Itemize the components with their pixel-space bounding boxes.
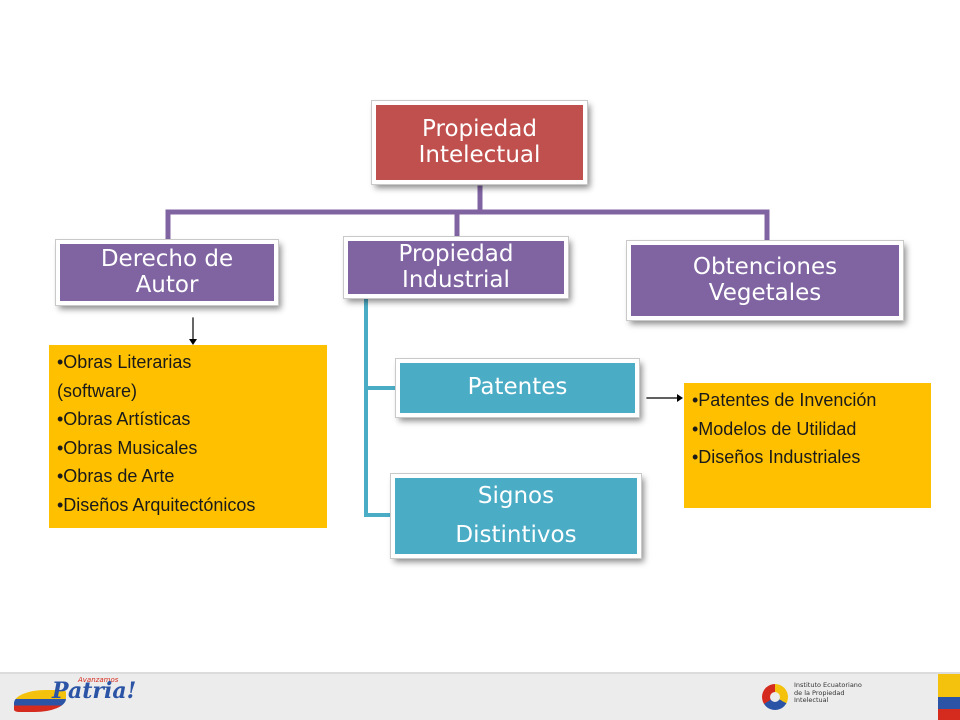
- root-node-propiedad-intelectual: Propiedad Intelectual: [371, 100, 588, 185]
- branch-node-vegetales-label: Obtenciones Vegetales: [692, 253, 838, 306]
- patentes-note-item: •Diseños Industriales: [692, 447, 861, 468]
- branch-node-propiedad-industrial: Propiedad Industrial: [343, 236, 569, 299]
- iepi-logo: Instituto Ecuatoriano de la Propiedad In…: [762, 680, 882, 714]
- patentes-arrowhead: [677, 394, 683, 402]
- derecho-note-item: •Obras de Arte: [57, 466, 175, 487]
- child-node-patentes-label: Patentes: [467, 374, 568, 401]
- child-node-signos-distintivos: Signos Distintivos: [390, 473, 642, 559]
- derecho-de-autor-notes: •Obras Literarias (software) •Obras Artí…: [49, 345, 327, 528]
- branch-node-industrial-label: Propiedad Industrial: [398, 240, 514, 293]
- flag-wave-icon: [14, 690, 66, 712]
- footer-bar: [0, 672, 960, 720]
- iepi-mark-icon: [762, 684, 788, 710]
- ecuador-flag-icon: [938, 674, 960, 720]
- root-node-label: Propiedad Intelectual: [418, 115, 541, 168]
- logo-small-text: Avanzamos: [78, 676, 119, 684]
- iepi-logo-text: Instituto Ecuatoriano de la Propiedad In…: [794, 681, 862, 704]
- derecho-note-item: •Diseños Arquitectónicos: [57, 494, 256, 515]
- derecho-arrowhead: [189, 339, 197, 345]
- patentes-notes: •Patentes de Invención •Modelos de Utili…: [684, 383, 931, 508]
- patentes-note-item: •Modelos de Utilidad: [692, 418, 857, 439]
- derecho-note-item: •Obras Literarias: [57, 352, 192, 372]
- root-to-branches-connector: [165, 185, 770, 243]
- industrial-to-children-connector: [364, 296, 400, 517]
- branch-node-obtenciones-vegetales: Obtenciones Vegetales: [626, 240, 904, 321]
- child-node-signos-label: Signos Distintivos: [455, 482, 577, 548]
- derecho-note-item: (software): [57, 380, 138, 401]
- branch-node-derecho-de-autor: Derecho de Autor: [55, 239, 279, 306]
- avanzamos-patria-logo: Avanzamos Patria!: [14, 676, 137, 716]
- branch-node-derecho-label: Derecho de Autor: [100, 245, 234, 298]
- logo-script-text: Patria!: [52, 678, 137, 704]
- patentes-note-item: •Patentes de Invención: [692, 390, 877, 410]
- derecho-note-item: •Obras Artísticas: [57, 409, 191, 430]
- child-node-patentes: Patentes: [395, 358, 640, 418]
- derecho-note-item: •Obras Musicales: [57, 437, 198, 458]
